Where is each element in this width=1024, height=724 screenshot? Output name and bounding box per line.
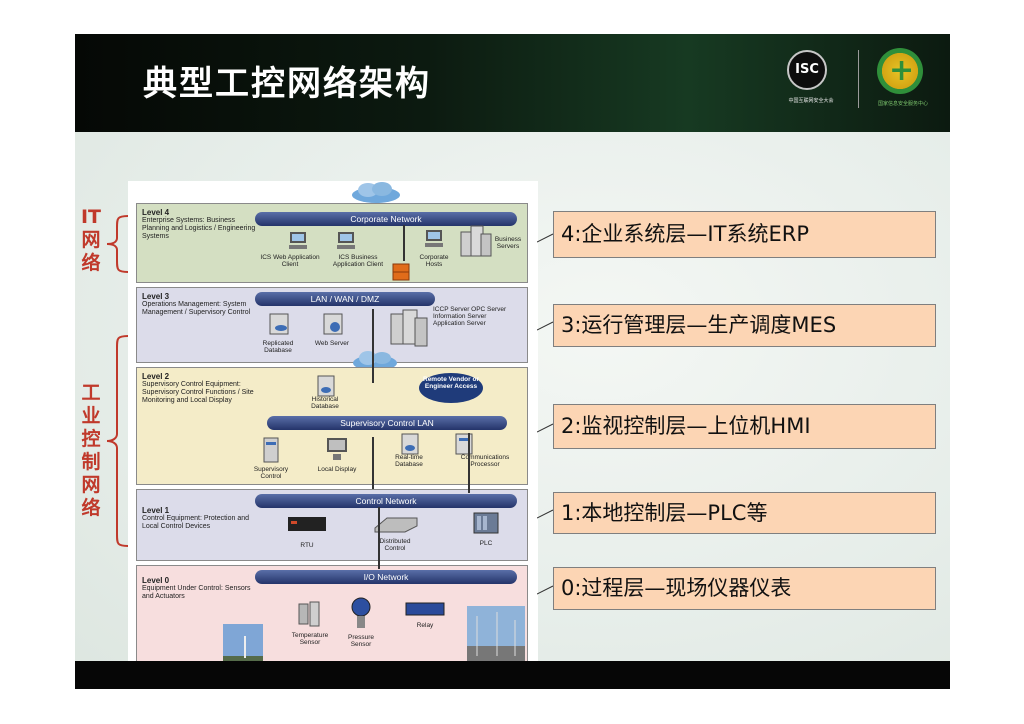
layer-4-box: 4:企业系统层—IT系统ERP (553, 211, 936, 258)
level-3-panel: Level 3 Operations Management: System Ma… (136, 287, 528, 363)
trunk-line (403, 225, 405, 261)
plc-icon (473, 512, 499, 534)
connector-line (537, 423, 554, 433)
green-emblem-logo: + (877, 48, 923, 94)
level-0-panel: Level 0 Equipment Under Control: Sensors… (136, 565, 528, 679)
server-rack-icon (460, 225, 492, 257)
ics-network-label: 工业控制网络 (81, 382, 101, 519)
level-0-title: Level 0 (142, 576, 170, 585)
architecture-diagram: Level 4 Enterprise Systems: Business Pla… (128, 181, 538, 684)
node-remote-vendor-access: Remote Vendor or Engineer Access (423, 376, 479, 390)
green-logo-caption: 国家信息安全服务中心 (877, 101, 928, 107)
server-rack-icon (390, 309, 428, 347)
trunk-line (372, 437, 374, 489)
node-application-servers: ICCP Server OPC Server Information Serve… (433, 306, 507, 327)
level-0-description: Equipment Under Control: Sensors and Act… (142, 585, 251, 600)
node-local-display: Local Display (317, 466, 357, 473)
layer-2-box: 2:监视控制层—上位机HMI (553, 404, 936, 449)
level-2-title: Level 2 (142, 372, 170, 381)
level-1-description: Control Equipment: Protection and Local … (142, 515, 250, 530)
it-network-label: IT网络 (80, 206, 102, 274)
node-supervisory-control: Supervisory Control (253, 466, 289, 480)
slide-header: 典型工控网络架构 ISC 中国互联网安全大会 + 国家信息安全服务中心 (75, 34, 950, 132)
node-historical-database: Historical Database (311, 396, 339, 410)
level-1-title: Level 1 (142, 506, 170, 515)
connector-line (537, 585, 554, 595)
communications-processor-icon (455, 433, 473, 455)
node-distributed-control: Distributed Control (379, 538, 411, 552)
node-replicated-database: Replicated Database (262, 340, 294, 354)
level-1-panel: Level 1 Control Equipment: Protection an… (136, 489, 528, 561)
connector-line (537, 509, 554, 519)
level-4-description: Enterprise Systems: Business Planning an… (142, 217, 256, 240)
level-4-title: Level 4 (142, 208, 170, 217)
corporate-network-bar: Corporate Network (255, 212, 517, 226)
level-2-panel: Level 2 Supervisory Control Equipment: S… (136, 367, 528, 485)
local-display-icon (327, 438, 347, 460)
layer-1-box: 1:本地控制层—PLC等 (553, 492, 936, 534)
temperature-sensor-icon (298, 601, 320, 627)
historical-database-icon (317, 375, 335, 397)
firewall-icon (392, 263, 410, 281)
control-network-bar: Control Network (255, 494, 517, 508)
logo-divider (858, 50, 859, 108)
level-3-title: Level 3 (142, 292, 170, 301)
trunk-line (468, 433, 470, 493)
node-relay: Relay (416, 622, 434, 629)
node-rtu: RTU (300, 542, 314, 549)
plus-icon: + (889, 53, 915, 88)
node-business-servers: Business Servers (494, 236, 522, 250)
supervisory-control-lan-bar: Supervisory Control LAN (267, 416, 507, 430)
trunk-line (372, 309, 374, 383)
node-temperature-sensor: Temperature Sensor (291, 632, 329, 646)
lan-wan-dmz-bar: LAN / WAN / DMZ (255, 292, 435, 306)
realtime-database-icon (401, 433, 419, 455)
web-server-icon (323, 313, 343, 335)
level-3-description: Operations Management: System Management… (142, 301, 251, 316)
node-ics-business-client: ICS Business Application Client (332, 254, 384, 268)
level-2-description: Supervisory Control Equipment: Superviso… (142, 381, 254, 404)
layer-3-box: 3:运行管理层—生产调度MES (553, 304, 936, 347)
node-plc: PLC (479, 540, 493, 547)
node-communications-processor: Communications Processor (460, 454, 510, 468)
slide-title: 典型工控网络架构 (143, 64, 431, 104)
computer-icon (289, 232, 307, 249)
node-pressure-sensor: Pressure Sensor (347, 634, 374, 648)
computer-icon (425, 230, 443, 247)
isc-logo-caption: 中国互联网安全大会 (788, 98, 834, 104)
io-network-bar: I/O Network (255, 570, 517, 584)
level-4-panel: Level 4 Enterprise Systems: Business Pla… (136, 203, 528, 283)
rtu-icon (288, 517, 326, 531)
trunk-line (378, 507, 380, 569)
ics-brace (106, 335, 130, 547)
supervisory-control-icon (263, 437, 279, 463)
remote-access-cloud-icon (419, 373, 483, 403)
node-realtime-database: Real-time Database (395, 454, 423, 468)
isc-logo: ISC (787, 50, 827, 90)
node-web-server: Web Server (314, 340, 350, 347)
node-corporate-hosts: Corporate Hosts (419, 254, 449, 268)
internet-cloud-icon (352, 182, 400, 203)
connector-line (537, 233, 554, 243)
connector-line (537, 321, 554, 331)
slide-footer (75, 661, 950, 689)
it-brace (106, 215, 130, 273)
database-server-icon (269, 313, 289, 335)
distributed-control-icon (374, 517, 418, 533)
layer-0-box: 0:过程层—现场仪器仪表 (553, 567, 936, 610)
node-ics-web-client: ICS Web Application Client (260, 254, 320, 268)
relay-icon (405, 602, 445, 616)
slide: 典型工控网络架构 ISC 中国互联网安全大会 + 国家信息安全服务中心 IT网络… (75, 34, 950, 689)
pressure-sensor-icon (351, 597, 371, 628)
computer-icon (337, 232, 355, 249)
